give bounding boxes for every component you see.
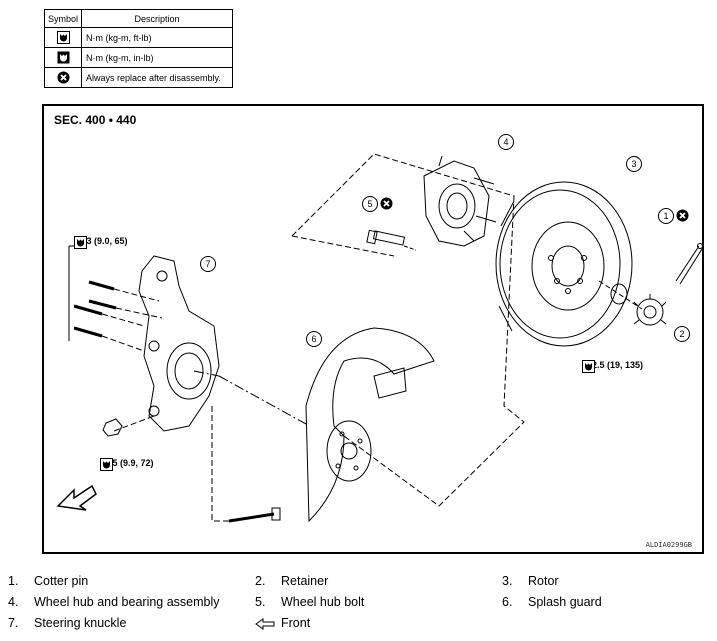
- torque-value: 88.3 (9.0, 65): [74, 236, 128, 246]
- symbol-legend-table: Symbol Description N·m (kg-m, ft-lb) N·m…: [44, 9, 233, 88]
- legend-description: Always replace after disassembly.: [81, 67, 233, 88]
- always-replace-icon: [57, 71, 69, 84]
- steering-knuckle-drawing: [138, 255, 220, 432]
- callout-7: 7: [200, 256, 216, 272]
- callout-2: 2: [674, 326, 690, 342]
- assembly-outline: [291, 153, 525, 507]
- figure-code: ALDIA0299GB: [645, 541, 692, 549]
- callout-4: 4: [498, 134, 514, 150]
- torque-value: 97.5 (9.9, 72): [100, 458, 154, 468]
- list-item: 4.Wheel hub and bearing assembly: [8, 595, 220, 609]
- legend-row: Always replace after disassembly.: [44, 67, 233, 88]
- legend-header-symbol: Symbol: [44, 9, 82, 28]
- torque-wrench-ftlb-icon: [56, 31, 70, 44]
- torque-wrench-ftlb-icon: [74, 236, 87, 249]
- list-item: 6.Splash guard: [502, 595, 602, 609]
- exploded-view-diagram: SEC. 400 • 440 ALDIA0299GB 88.3 (9.0, 65…: [42, 104, 704, 554]
- front-arrow-icon: [56, 484, 97, 511]
- wheel-hub-drawing: [423, 155, 497, 247]
- list-item: Front: [255, 616, 310, 630]
- rotor-drawing: [495, 181, 633, 347]
- cotter-pin-drawing: [675, 243, 702, 285]
- torque-label-hub-nut: 182.5 (19, 135): [582, 360, 644, 373]
- list-item: 1.Cotter pin: [8, 574, 89, 588]
- legend-description: N·m (kg-m, ft-lb): [81, 27, 233, 48]
- torque-label-knuckle-nut: 97.5 (9.9, 72): [100, 458, 154, 471]
- front-arrow-icon: [255, 617, 275, 630]
- torque-wrench-ftlb-icon: [582, 360, 595, 373]
- section-title: SEC. 400 • 440: [54, 113, 137, 127]
- always-replace-icon: [676, 209, 689, 222]
- list-item: 5.Wheel hub bolt: [255, 595, 365, 609]
- list-item: 3.Rotor: [502, 574, 559, 588]
- torque-wrench-ftlb-icon: [100, 458, 113, 471]
- wheel-hub-bolt-drawing: [366, 229, 417, 251]
- lower-bolt-drawing: [102, 406, 281, 523]
- torque-label-knuckle-bolt: 88.3 (9.0, 65): [74, 236, 128, 249]
- callout-6: 6: [306, 331, 322, 347]
- torque-value: 182.5 (19, 135): [582, 360, 644, 370]
- legend-row: N·m (kg-m, ft-lb): [44, 27, 233, 48]
- list-item: 2.Retainer: [255, 574, 329, 588]
- legend-row: N·m (kg-m, in-lb): [44, 47, 233, 68]
- splash-guard-drawing: [305, 327, 435, 523]
- torque-wrench-inlb-icon: [57, 51, 69, 64]
- exploded-view-drawing: [56, 153, 702, 523]
- legend-description: N·m (kg-m, in-lb): [81, 47, 233, 68]
- knuckle-bolts-drawing: [68, 245, 163, 352]
- list-item: 7.Steering knuckle: [8, 616, 127, 630]
- legend-header-description: Description: [81, 9, 233, 28]
- callout-3: 3: [626, 156, 642, 172]
- callout-1: 1: [658, 208, 674, 224]
- callout-5: 5: [362, 196, 378, 212]
- retainer-drawing: [598, 280, 667, 326]
- always-replace-icon: [380, 197, 393, 210]
